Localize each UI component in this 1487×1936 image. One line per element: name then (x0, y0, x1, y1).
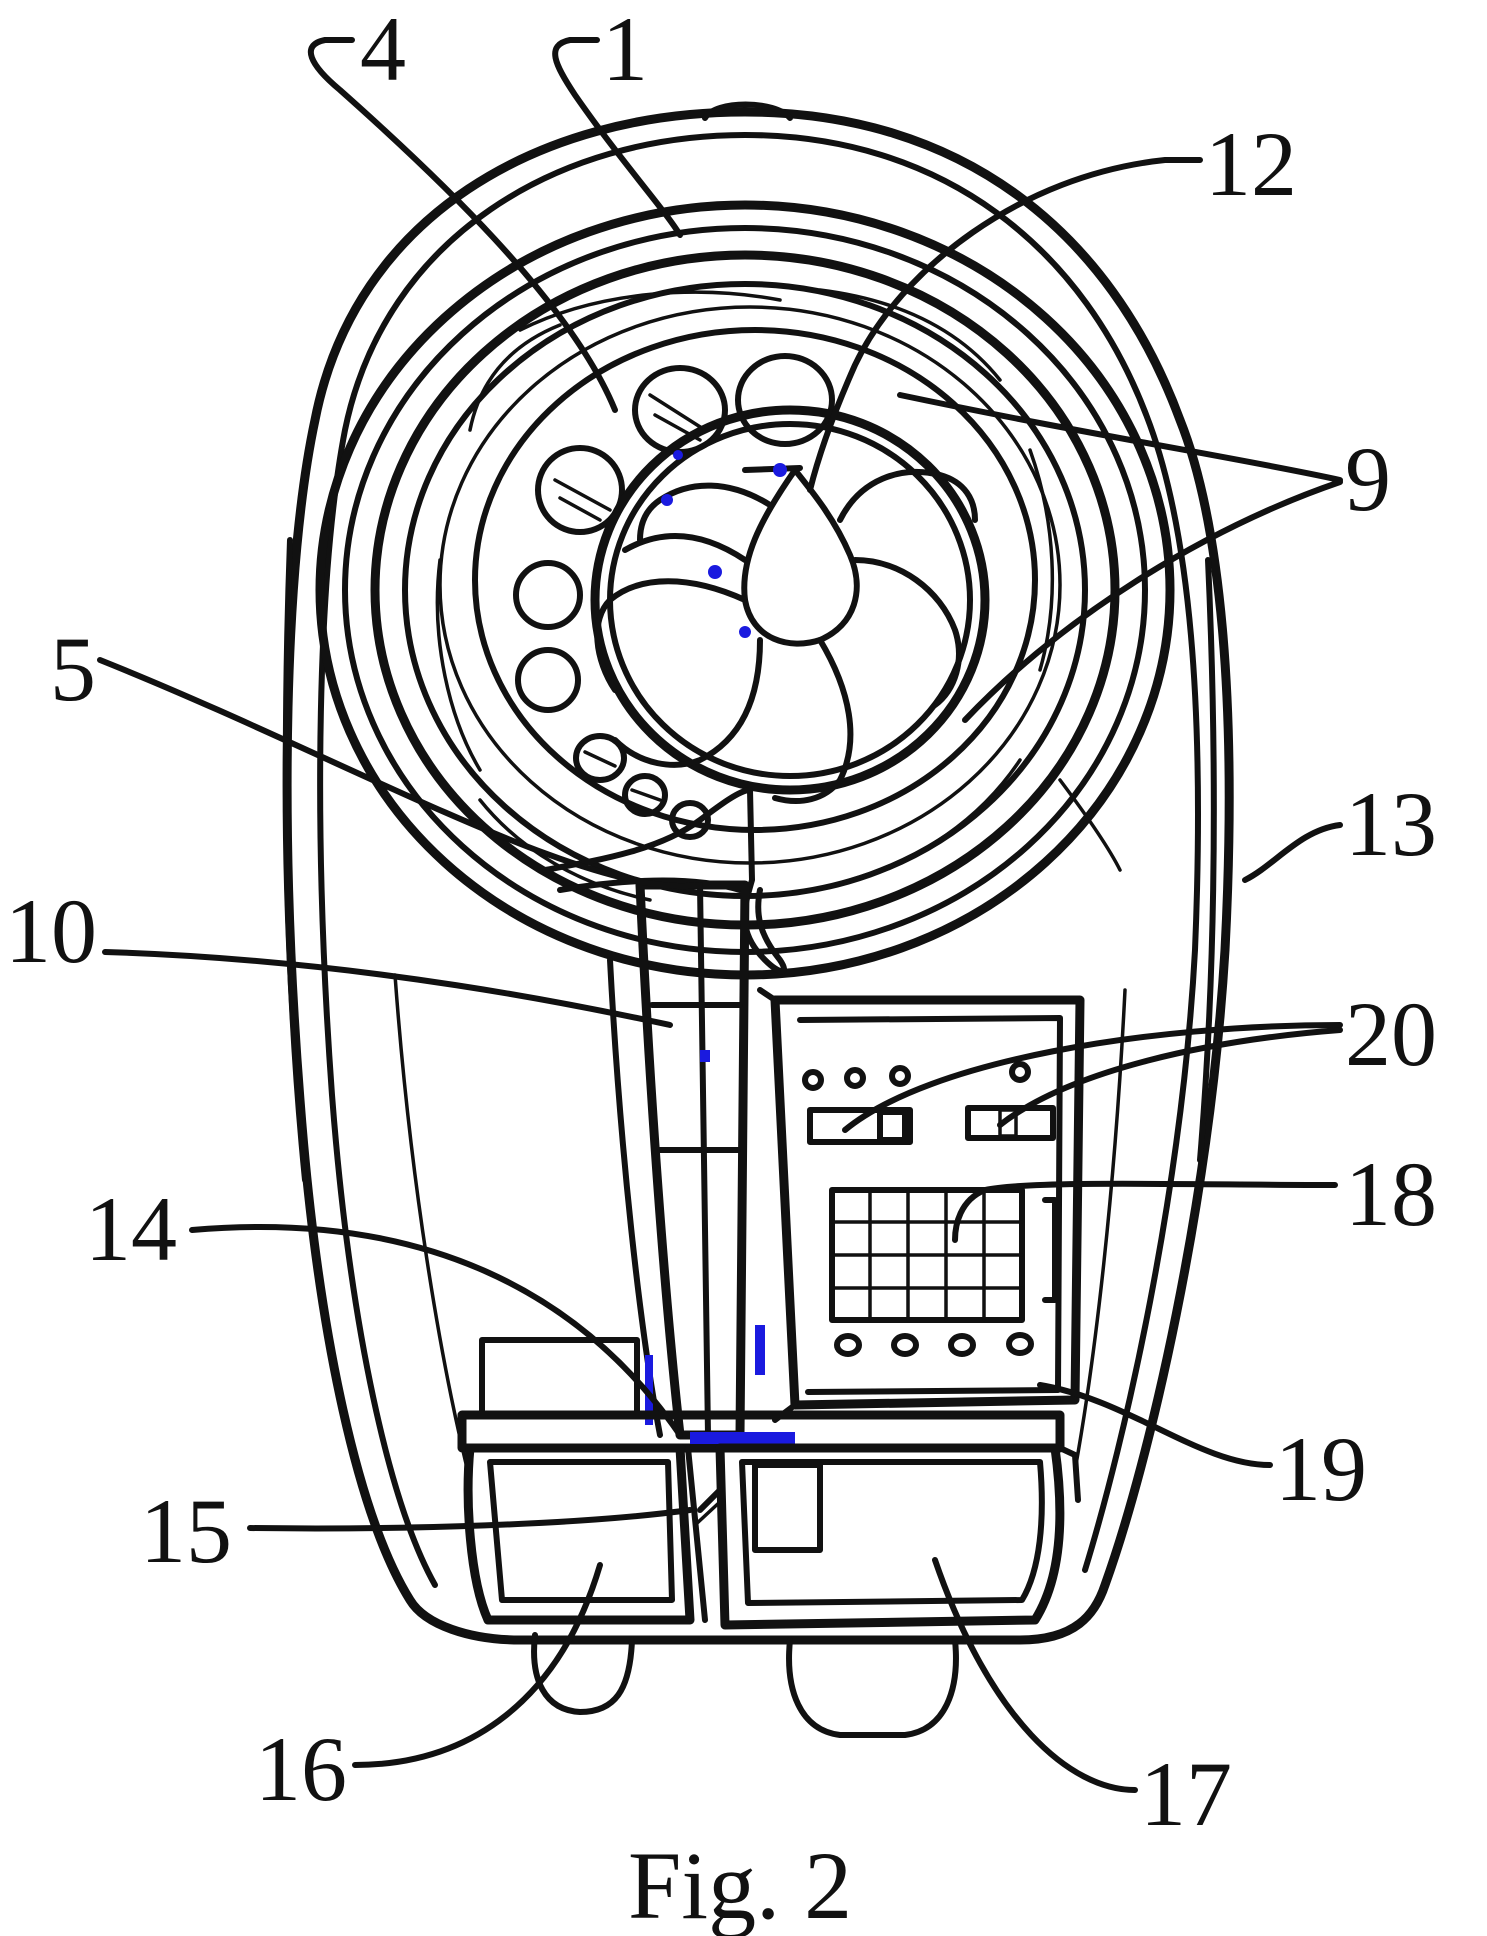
label-4: 4 (360, 0, 406, 100)
column (607, 880, 765, 1440)
label-15: 15 (140, 1480, 232, 1582)
leader-19 (1037, 1382, 1273, 1468)
label-1: 1 (602, 0, 648, 100)
label-18: 18 (1345, 1143, 1437, 1245)
leader-13 (1242, 822, 1343, 883)
base-trays (457, 1337, 1081, 1738)
label-12: 12 (1205, 113, 1297, 215)
label-9: 9 (1345, 428, 1391, 530)
leader-1 (552, 37, 683, 238)
sample-holes (513, 353, 835, 840)
leader-14 (189, 1224, 683, 1438)
label-16: 16 (255, 1718, 347, 1820)
leader-20b (997, 1027, 1343, 1128)
leader-10 (102, 949, 673, 1028)
leader-lines (97, 37, 1343, 1793)
drum-rings (315, 200, 1175, 980)
leader-17 (932, 1557, 1138, 1793)
leader-20a (842, 1022, 1343, 1133)
label-5: 5 (50, 618, 96, 720)
reference-labels: 4 1 12 9 5 10 13 20 18 14 19 15 16 17 (5, 0, 1437, 1845)
label-17: 17 (1140, 1743, 1232, 1845)
label-14: 14 (85, 1178, 177, 1280)
label-13: 13 (1345, 773, 1437, 875)
label-10: 10 (5, 880, 97, 982)
leader-15 (247, 1507, 693, 1532)
rotor-impeller (590, 405, 990, 804)
label-19: 19 (1275, 1418, 1367, 1520)
label-20: 20 (1345, 983, 1437, 1085)
leader-4 (307, 37, 618, 413)
leader-9a (897, 392, 1343, 483)
leader-16 (352, 1562, 603, 1768)
leader-12 (807, 157, 1203, 493)
leader-9b (962, 479, 1343, 723)
leader-18 (952, 1180, 1338, 1243)
leader-5 (97, 657, 703, 890)
control-panel (757, 987, 1085, 1423)
figure-caption: Fig. 2 (628, 1832, 852, 1936)
